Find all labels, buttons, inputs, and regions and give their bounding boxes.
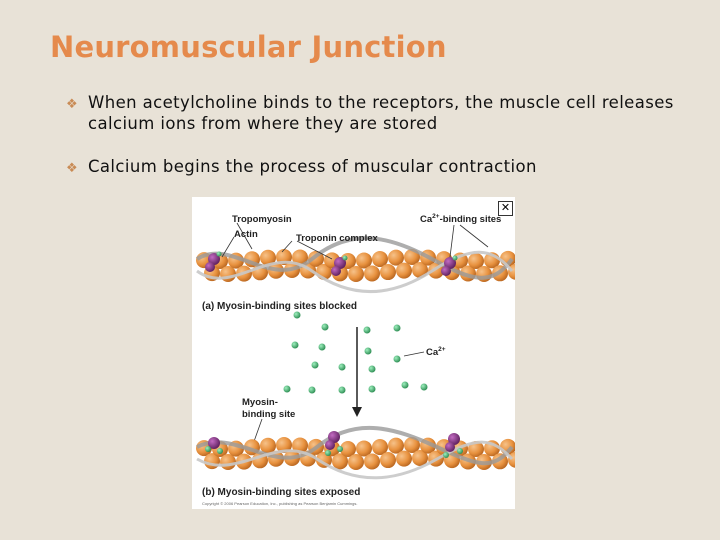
label-tropomyosin: Tropomyosin: [232, 214, 292, 225]
actin-bead: [356, 252, 372, 269]
bullet-item: ❖ Calcium begins the process of muscular…: [66, 156, 696, 177]
actin-bead: [388, 437, 404, 454]
actin-bead: [220, 453, 236, 470]
label-actin: Actin: [234, 229, 258, 240]
caption-b: (b) Myosin-binding sites exposed: [202, 487, 360, 498]
figure-illustration: Tropomyosin Actin Troponin complex Ca2+-…: [195, 213, 515, 506]
bullet-text: When acetylcholine binds to the receptor…: [88, 93, 674, 133]
actin-bead: [348, 453, 364, 470]
label-troponin-complex: Troponin complex: [296, 233, 379, 244]
actin-bead: [356, 440, 372, 457]
troponin-complex-bottom-icon: [205, 431, 463, 458]
actin-bead: [372, 251, 388, 268]
calcium-ion: [393, 324, 401, 332]
actin-filament-top: [195, 236, 515, 294]
actin-bead: [364, 453, 380, 470]
label-ca-ion: Ca2+: [426, 346, 446, 358]
calcium-ion: [311, 361, 319, 369]
calcium-ion: [420, 383, 428, 391]
troponin-complex-icon: [205, 251, 458, 276]
calcium-ion: [318, 343, 326, 351]
actin-bead: [380, 264, 396, 281]
label-ca-binding-sites: Ca2+-binding sites: [420, 213, 501, 225]
calcium-ion: [338, 386, 346, 394]
actin-bead: [276, 437, 292, 454]
actin-bead: [364, 265, 380, 282]
actin-bead: [412, 450, 428, 467]
leader-lines-top: [221, 222, 489, 260]
calcium-ions: [283, 311, 428, 394]
caption-a: (a) Myosin-binding sites blocked: [202, 301, 357, 312]
calcium-ion: [321, 323, 329, 331]
down-arrow-icon: [352, 327, 362, 417]
calcium-ion: [368, 385, 376, 393]
slide-title: Neuromuscular Junction: [50, 30, 447, 64]
bullet-item: ❖ When acetylcholine binds to the recept…: [66, 92, 696, 134]
actin-bead: [372, 439, 388, 456]
actin-bead: [404, 437, 420, 453]
muscle-contraction-figure: Tropomyosin Actin Troponin complex Ca2+-…: [192, 197, 515, 509]
actin-bead: [292, 249, 308, 266]
calcium-ion: [293, 311, 301, 319]
actin-bead: [396, 450, 412, 467]
actin-bead: [348, 265, 364, 282]
ca-leader: [403, 351, 425, 357]
calcium-ion: [363, 326, 371, 334]
actin-bead: [340, 440, 356, 457]
actin-bead: [412, 262, 428, 279]
label-myosin-binding-1: Myosin-: [242, 397, 278, 408]
calcium-ion: [401, 381, 409, 389]
label-myosin-binding-2: binding site: [242, 409, 295, 420]
actin-bead: [396, 262, 412, 279]
actin-filament-bottom: [196, 425, 515, 480]
calcium-ion: [308, 386, 316, 394]
calcium-ion: [364, 347, 372, 355]
figure-copyright: Copyright © 2006 Pearson Education, Inc.…: [202, 501, 357, 506]
actin-bead: [380, 452, 396, 469]
calcium-ion: [338, 363, 346, 371]
actin-bead: [260, 249, 276, 266]
bullet-text: Calcium begins the process of muscular c…: [88, 157, 537, 176]
actin-bead: [468, 440, 484, 457]
actin-bead: [468, 252, 484, 269]
bullet-icon: ❖: [66, 97, 79, 112]
actin-bead: [332, 453, 348, 470]
calcium-ion: [283, 385, 291, 393]
actin-bead: [220, 265, 236, 282]
calcium-ion: [393, 355, 401, 363]
calcium-ion: [368, 365, 376, 373]
calcium-ion: [291, 341, 299, 349]
close-icon[interactable]: ✕: [498, 201, 513, 216]
actin-bead: [388, 249, 404, 266]
actin-bead: [260, 437, 276, 454]
bullet-list: ❖ When acetylcholine binds to the recept…: [66, 92, 696, 199]
actin-bead: [292, 437, 308, 454]
bullet-icon: ❖: [66, 161, 79, 176]
